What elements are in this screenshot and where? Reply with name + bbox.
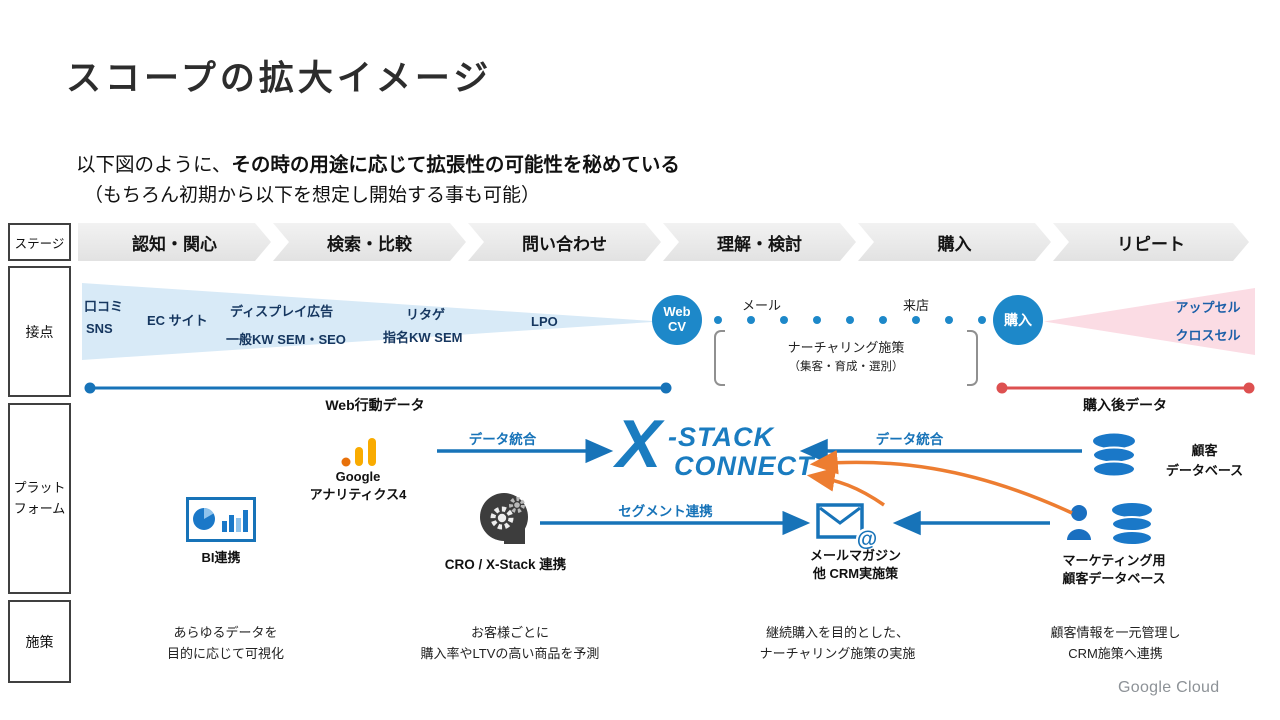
touchpoint-sns: SNS [86, 321, 113, 336]
measure-visualization: あらゆるデータを 目的に応じて可視化 [133, 622, 318, 665]
web-cv-text-2: CV [667, 319, 687, 334]
google-cloud-logo: Google Cloud [1118, 679, 1220, 696]
row-label-touchpoints-text: 接点 [25, 323, 54, 340]
row-label-measures: 施策 [8, 600, 71, 683]
touchpoint-kw-sem-seo: 一般KW SEM・SEO [226, 332, 346, 347]
touchpoint-cross-sell: クロスセル [1175, 328, 1241, 343]
bi-dashboard-icon [186, 497, 256, 542]
post-purchase-data-label: 購入後データ [1083, 397, 1167, 413]
dot [846, 316, 854, 324]
measure-3-line-2: ナーチャリング施策の実施 [759, 646, 916, 662]
touchpoint-mail: メール [742, 298, 782, 313]
dotted-connector [714, 316, 986, 324]
measure-2-line-2: 購入率やLTVの高い商品を予測 [420, 646, 600, 662]
web-behavior-data-line [84, 382, 672, 394]
touchpoint-lpo: LPO [531, 314, 558, 329]
xstack-logo-x: X [616, 406, 662, 482]
web-cv-text-1: Web [663, 304, 691, 320]
row-label-platform-text-1: プラット [13, 480, 66, 496]
touchpoint-brand-kw-sem: 指名KW SEM [383, 330, 463, 345]
row-label-measures-text: 施策 [25, 633, 54, 650]
cro-xstack-label: CRO / X-Stack 連携 [444, 557, 567, 572]
stage-chevron-awareness: 認知・関心 [78, 223, 271, 261]
touchpoint-upsell: アップセル [1175, 300, 1241, 315]
post-purchase-data-line [996, 382, 1255, 394]
row-label-stage-text: ステージ [14, 236, 65, 251]
mail-magazine-label-2: 他 CRM実施策 [812, 566, 899, 582]
purchase-circle: 購入 [993, 295, 1043, 345]
measure-crm: 顧客情報を一元管理し CRM施策へ連携 [1018, 622, 1213, 665]
customer-database-label: 顧客 データベース [1152, 441, 1257, 481]
stage-chevron-inquiry: 問い合わせ [468, 223, 661, 261]
xstack-logo-stack: -STACK [668, 422, 774, 452]
google-analytics-label: Google アナリティクス4 [293, 468, 423, 504]
purchase-circle-text: 購入 [1004, 311, 1032, 328]
nurturing-text-2: （集客・育成・選別） [788, 361, 904, 373]
nurturing-note: ナーチャリング施策 （集客・育成・選別） [725, 337, 967, 374]
marketing-database-label-1: マーケティング用 [1062, 553, 1166, 568]
touchpoint-retargeting: リタゲ [406, 307, 446, 322]
dot [747, 316, 755, 324]
segment-link-label: セグメント連携 [618, 504, 713, 519]
stage-chevron-repeat: リピート [1053, 223, 1249, 261]
google-analytics-icon [341, 438, 376, 467]
touchpoint-word-of-mouth: 口コミ [84, 299, 124, 314]
dot [978, 316, 986, 324]
stage-chevron-search: 検索・比較 [273, 223, 466, 261]
google-analytics-label-2: アナリティクス4 [309, 487, 407, 503]
dot [879, 316, 887, 324]
subtitle-normal: 以下図のように、 [76, 154, 232, 176]
page-title: スコープの拡大イメージ [66, 59, 493, 98]
customer-database-icon [1092, 433, 1136, 478]
measure-1-line-1: あらゆるデータを [173, 625, 278, 640]
xstack-logo-connect: CONNECT [674, 451, 815, 481]
measure-prediction: お客様ごとに 購入率やLTVの高い商品を予測 [395, 622, 625, 665]
touchpoint-display-ad: ディスプレイ広告 [230, 304, 334, 319]
at-symbol: @ [857, 528, 877, 551]
touchpoint-ec-site: EC サイト [147, 313, 208, 328]
row-label-platform: プラット フォーム [8, 403, 71, 594]
marketing-database-icon [1067, 503, 1153, 546]
row-label-touchpoints: 接点 [8, 266, 71, 397]
dot [813, 316, 821, 324]
xstack-connect-logo: X -STACK CONNECT [616, 410, 814, 484]
row-label-stage: ステージ [8, 223, 71, 261]
web-cv-circle: Web CV [652, 295, 702, 345]
bi-label: BI連携 [201, 550, 241, 565]
customer-database-label-1: 顧客 [1191, 443, 1218, 458]
measure-nurturing: 継続購入を目的とした、 ナーチャリング施策の実施 [725, 622, 950, 665]
measure-3-line-1: 継続購入を目的とした、 [765, 625, 909, 640]
nurturing-bracket-left [714, 330, 725, 386]
measure-2-line-1: お客様ごとに [470, 625, 549, 640]
mail-magazine-label-1: メールマガジン [809, 548, 901, 563]
touchpoint-store-visit: 来店 [903, 298, 930, 313]
nurturing-text-1: ナーチャリング施策 [787, 340, 905, 355]
subtitle-line2: （もちろん初期から以下を想定し開始する事も可能） [84, 185, 541, 206]
measure-4-line-1: 顧客情報を一元管理し [1050, 625, 1181, 640]
mail-magazine-icon: @ [816, 503, 878, 551]
measure-1-line-2: 目的に応じて可視化 [166, 646, 284, 662]
subtitle-bold: その時の用途に応じて拡張性の可能性を秘めている [231, 154, 680, 176]
web-behavior-data-label: Web行動データ [325, 397, 425, 413]
measure-4-line-2: CRM施策へ連携 [1068, 646, 1163, 662]
nurturing-bracket-right [967, 330, 978, 386]
google-analytics-label-1: Google [335, 469, 381, 484]
stage-chevron-consideration: 理解・検討 [663, 223, 856, 261]
data-integration-right-label: データ統合 [875, 432, 944, 447]
dot [912, 316, 920, 324]
dot [780, 316, 788, 324]
customer-database-label-2: データベース [1165, 463, 1244, 479]
mail-magazine-label: メールマガジン 他 CRM実施策 [783, 547, 928, 583]
subtitle-line1: 以下図のように、その時の用途に応じて拡張性の可能性を秘めている [76, 148, 680, 177]
dot [945, 316, 953, 324]
dot [714, 316, 722, 324]
cro-head-gears-icon [480, 493, 528, 544]
stage-chevron-purchase: 購入 [858, 223, 1051, 261]
data-integration-left-label: データ統合 [468, 432, 537, 447]
marketing-database-label-2: 顧客データベース [1062, 571, 1166, 587]
row-label-platform-text-2: フォーム [13, 500, 66, 516]
marketing-database-label: マーケティング用 顧客データベース [1040, 552, 1188, 588]
